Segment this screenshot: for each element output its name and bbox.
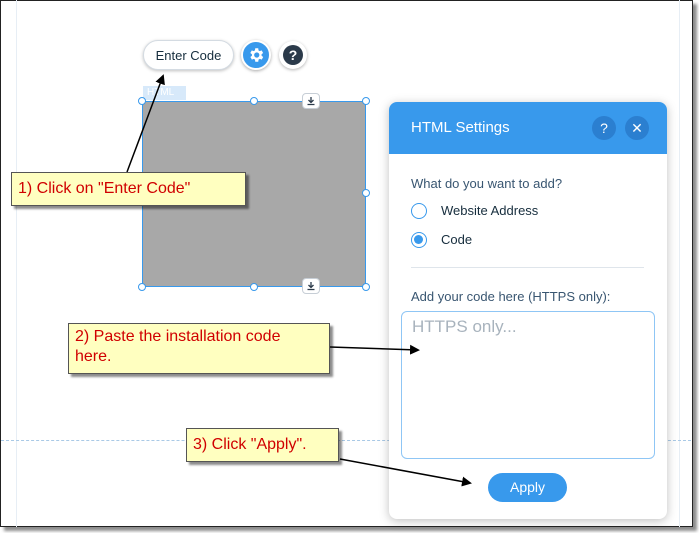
html-settings-panel: HTML Settings ? ✕ What do you want to ad… — [389, 102, 667, 519]
gridline — [16, 0, 17, 527]
enter-code-button[interactable]: Enter Code — [143, 40, 234, 70]
stretch-handle-top[interactable] — [302, 93, 320, 109]
section-guide-line — [1, 440, 691, 441]
arrow-to-apply — [339, 458, 472, 487]
download-arrow-icon — [307, 282, 315, 291]
question-mark-icon: ? — [283, 45, 303, 65]
code-input[interactable] — [401, 311, 655, 459]
option-label: Code — [441, 232, 473, 247]
apply-button[interactable]: Apply — [488, 473, 567, 502]
help-button[interactable]: ? — [279, 41, 307, 69]
download-arrow-icon — [307, 97, 315, 106]
stretch-handle-bottom[interactable] — [302, 278, 320, 294]
callout-step-1: 1) Click on "Enter Code" — [11, 172, 246, 206]
element-type-tag: HTML — [143, 86, 186, 100]
divider — [411, 267, 644, 268]
gridline — [679, 0, 680, 527]
resize-handle-top-right[interactable] — [362, 97, 370, 105]
callout-step-2-line1: 2) Paste the installation code — [75, 328, 281, 345]
resize-handle-right[interactable] — [362, 189, 370, 197]
resize-handle-top[interactable] — [250, 97, 258, 105]
panel-close-button[interactable]: ✕ — [625, 116, 649, 140]
add-type-question: What do you want to add? — [411, 176, 563, 191]
callout-step-2-line2: here. — [75, 348, 112, 365]
question-mark-icon: ? — [600, 120, 608, 136]
panel-title: HTML Settings — [411, 119, 510, 136]
settings-button[interactable] — [241, 40, 271, 70]
gear-icon — [250, 48, 264, 62]
arrow-to-enter-code — [126, 74, 165, 173]
panel-header: HTML Settings ? ✕ — [389, 102, 667, 154]
callout-step-3: 3) Click "Apply". — [186, 428, 339, 462]
close-icon: ✕ — [631, 120, 643, 136]
resize-handle-top-left[interactable] — [138, 97, 146, 105]
callout-step-2: 2) Paste the installation code here. — [68, 323, 330, 374]
radio-button-selected[interactable] — [411, 232, 427, 248]
code-field-label: Add your code here (HTTPS only): — [411, 289, 611, 304]
arrow-to-code-field — [329, 344, 420, 355]
radio-button[interactable] — [411, 203, 427, 219]
panel-help-button[interactable]: ? — [592, 116, 616, 140]
resize-handle-bottom[interactable] — [250, 283, 258, 291]
resize-handle-bottom-right[interactable] — [362, 283, 370, 291]
resize-handle-bottom-left[interactable] — [138, 283, 146, 291]
option-label: Website Address — [441, 203, 539, 218]
